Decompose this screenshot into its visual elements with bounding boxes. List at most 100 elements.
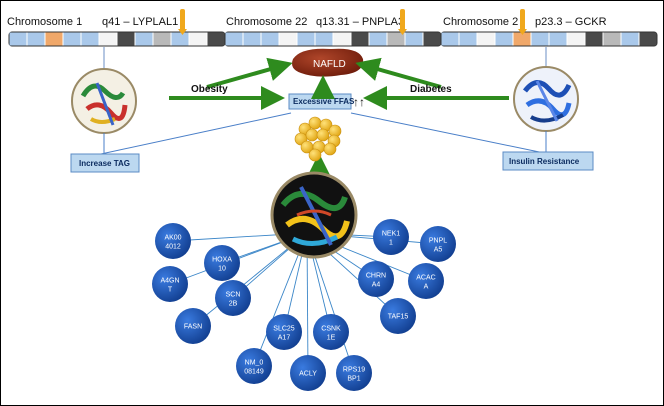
chromosome-band xyxy=(45,32,63,46)
obesity-to-nafld-arrow xyxy=(206,57,293,89)
gene-node-circle xyxy=(408,263,444,299)
gene-label-line2: A4 xyxy=(372,282,381,289)
chromosome-band xyxy=(297,32,315,46)
chromosome-band xyxy=(135,32,153,46)
gene-label-line1: RPS19 xyxy=(343,367,365,374)
gene-node-fasn: FASN xyxy=(175,308,211,344)
chromosome-band xyxy=(585,32,603,46)
chromosome-band xyxy=(477,32,495,46)
chromosome-band xyxy=(225,32,243,46)
gene-node-circle xyxy=(373,219,409,255)
insulin-to-ffas-line xyxy=(350,112,550,155)
gene-node-acaca: ACAC A xyxy=(408,263,444,299)
gene-node-circle xyxy=(204,245,240,281)
central-protein-image xyxy=(270,171,358,259)
gene-label-line2: 1E xyxy=(327,335,336,342)
gene-node-circle xyxy=(215,280,251,316)
obesity-label: Obesity xyxy=(191,84,228,95)
chromosome-2-ideogram xyxy=(440,31,658,47)
chromosome-22-ideogram xyxy=(224,31,442,47)
gene-label-line2: A xyxy=(424,284,429,291)
chromosome-2-locus: p23.3 – GCKR xyxy=(535,16,607,28)
chromosome-outline xyxy=(440,31,658,47)
locus-marker-chr22 xyxy=(398,9,407,35)
gene-node-circle xyxy=(290,355,326,391)
gene-label-line2: 2B xyxy=(229,301,238,308)
chromosome-band xyxy=(387,32,405,46)
gene-label-line2: 08149 xyxy=(244,369,264,376)
chromosome-band xyxy=(315,32,333,46)
gene-node-circle xyxy=(155,223,191,259)
chromosome-band xyxy=(603,32,621,46)
chromosome-band xyxy=(333,32,351,46)
fat-droplet xyxy=(308,148,322,162)
gene-label-line1: ACAC xyxy=(416,275,435,282)
diabetes-label: Diabetes xyxy=(410,84,452,95)
gene-node-chrna4: CHRN A4 xyxy=(358,261,394,297)
chromosome-band xyxy=(171,32,189,46)
gene-label-line1: SCN xyxy=(226,292,241,299)
gene-label-line2: A5 xyxy=(434,247,443,254)
fat-droplet xyxy=(316,128,330,142)
chromosome-1-name: Chromosome 1 xyxy=(7,16,82,28)
diabetes-to-nafld-arrow xyxy=(355,57,442,89)
gene-node-scn2b: SCN 2B xyxy=(215,280,251,316)
increase-tag-label: Increase TAG xyxy=(79,159,130,168)
chromosome-band xyxy=(369,32,387,46)
increase-tag-box: Increase TAG xyxy=(70,153,140,173)
tag-to-ffas-line xyxy=(100,112,292,155)
chromosome-22-name: Chromosome 22 xyxy=(226,16,307,28)
gene-label: ACLY xyxy=(299,371,317,378)
chromosome-band xyxy=(621,32,639,46)
chromosome-band xyxy=(243,32,261,46)
chromosome-band xyxy=(513,32,531,46)
gene-label: TAF15 xyxy=(388,314,409,321)
chromosome-band xyxy=(567,32,585,46)
chromosome-band xyxy=(9,32,27,46)
insulin-resistance-box: Insulin Resistance xyxy=(502,151,594,171)
chromosome-band xyxy=(189,32,207,46)
chromosome-band xyxy=(351,32,369,46)
gene-node-taf15: TAF15 xyxy=(380,298,416,334)
gene-node-circle xyxy=(420,226,456,262)
excessive-ffas-box: Excessive FFAS xyxy=(288,93,355,110)
chromosome-band xyxy=(153,32,171,46)
gene-node-circle xyxy=(358,261,394,297)
gene-node-circle xyxy=(266,314,302,350)
chromosome-band xyxy=(261,32,279,46)
chromosome-band xyxy=(63,32,81,46)
insulin-resistance-label: Insulin Resistance xyxy=(509,157,580,166)
chromosome-band xyxy=(279,32,297,46)
chromosome-band xyxy=(549,32,567,46)
chromosome-band xyxy=(99,32,117,46)
chromosome-1-locus: q41 – LYPLAL1 xyxy=(102,16,178,28)
nafld-liver: NAFLD xyxy=(292,48,364,77)
gene-label-line1: A4GN xyxy=(160,278,179,285)
gene-label: FASN xyxy=(184,324,202,331)
chromosome-band xyxy=(207,32,225,46)
increase-arrows: ↑↑ xyxy=(353,95,365,109)
fat-droplets-cluster xyxy=(294,116,342,162)
gene-label-line2: BP1 xyxy=(347,376,360,383)
gene-node-circle xyxy=(152,266,188,302)
gene-label-line2: A17 xyxy=(278,335,291,342)
gene-label-line2: 4012 xyxy=(165,244,181,251)
chromosome-band xyxy=(405,32,423,46)
chromosome-band xyxy=(459,32,477,46)
excessive-ffas-label: Excessive FFAS xyxy=(293,97,355,106)
gene-label-line1: NEK1 xyxy=(382,231,400,238)
gene-label-line2: T xyxy=(168,287,173,294)
gene-label-line1: CHRN xyxy=(366,273,386,280)
chromosome-band xyxy=(441,32,459,46)
gene-node-circle xyxy=(175,308,211,344)
